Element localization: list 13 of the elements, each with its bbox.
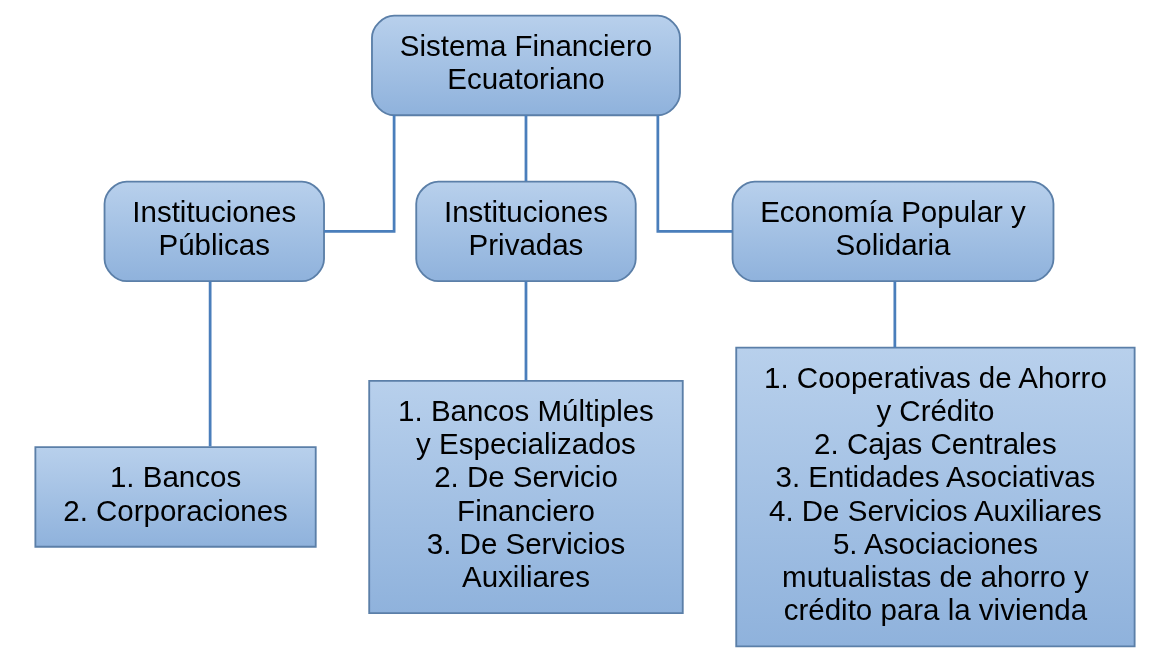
node-box: Instituciones Públicas [103,180,325,283]
connector [656,115,733,233]
node-box: Sistema Financiero Ecuatoriano [371,14,681,117]
node-box: Instituciones Privadas [415,180,637,283]
node-box: 1. Bancos Múltiples y Especializados 2. De Servicio Financiero 3. De Servicios Auxiliares [368,379,684,615]
connector [893,281,897,348]
node-box: 1. Cooperativas de Ahorro y Crédito 2. Cajas Centrales 3. Entidades Asociativas 4. De Servicios Auxiliares 5. Asociaciones mutualistas de ahorro y crédito para la vivienda [735,346,1136,648]
connector [208,281,212,447]
connector [524,115,528,182]
connector [324,115,396,233]
connector [524,281,528,381]
node-box: 1. Bancos 2. Corporaciones [34,446,317,548]
node-box: Economía Popular y Solidaria [731,180,1055,283]
